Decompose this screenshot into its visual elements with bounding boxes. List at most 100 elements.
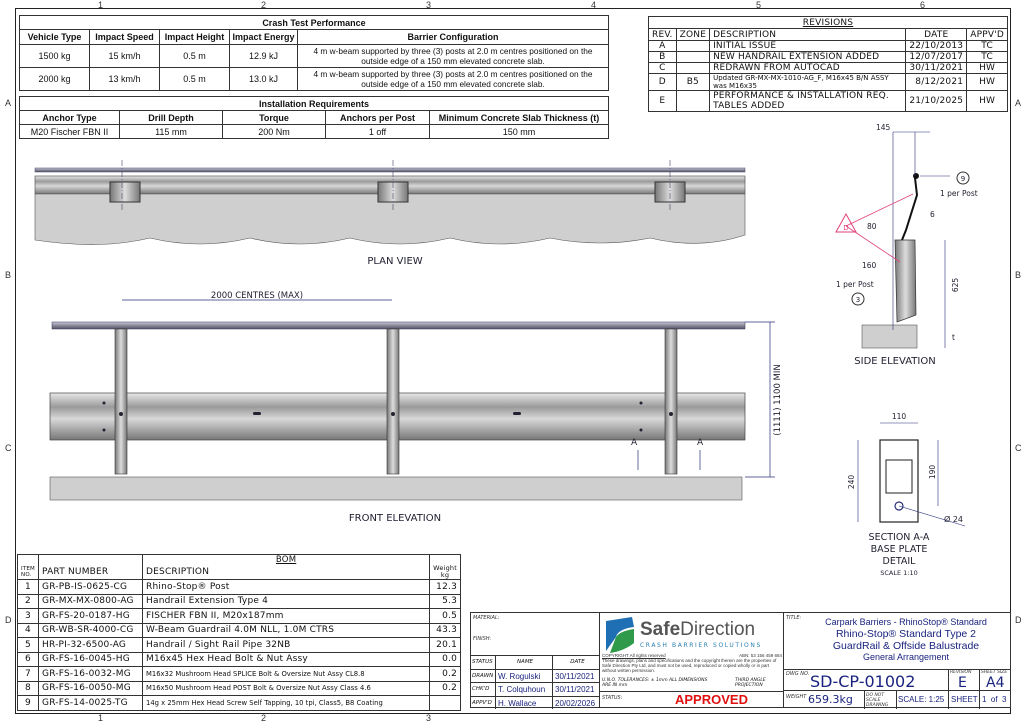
cell: 0.5 [429, 608, 461, 624]
cell [16, 554, 40, 565]
zone-row: C [1015, 443, 1022, 453]
cell: 150 mm [429, 124, 609, 139]
cell: M16x45 Hex Head Bolt & Nut Assy [142, 651, 431, 667]
cell: GR-FS-16-0050-MG [38, 680, 144, 696]
title-line: GuardRail & Offside Balustrade [832, 640, 980, 652]
height-dimension: (1111) 1100 MIN [773, 364, 783, 436]
cell: DATE [552, 656, 600, 669]
cell [429, 554, 461, 565]
zone-col: 1 [98, 713, 104, 723]
status-stamp: APPROVED [675, 692, 748, 707]
col-header: Weight kg [429, 565, 461, 580]
cell: 21/10/2025 [905, 90, 968, 112]
cell: 15 km/h [89, 44, 160, 68]
cell: 30/11/2021 [552, 669, 600, 682]
zone-col: 2 [261, 713, 267, 723]
section-label: DETAIL [883, 556, 917, 567]
cell: PERFORMANCE & INSTALLATION REQ. TABLES A… [709, 90, 907, 112]
table-title: BOM [142, 554, 431, 565]
cell: M20 Fischer FBN II [19, 124, 120, 139]
zone-col: 1 [98, 0, 104, 10]
cell: 3 [16, 608, 40, 624]
cell: 200 Nm [222, 124, 326, 139]
revision-value: E [958, 675, 967, 691]
centres-dimension: 2000 CENTRES (MAX) [211, 291, 303, 301]
dim-6: 6 [930, 210, 935, 219]
col-header: PART NUMBER [38, 565, 144, 580]
title-block: TITLE: Carpark Barriers - RhinoStop® Sta… [783, 612, 1011, 709]
cell: 14g x 25mm Hex Head Screw Self Tapping, … [142, 695, 431, 711]
zone-row: A [1015, 98, 1022, 108]
cell: 2 [16, 593, 40, 609]
zone-col: 6 [920, 0, 926, 10]
abn: ABN: 53 156 459 684 [738, 653, 782, 658]
dim-190: 190 [928, 465, 937, 480]
cell: Updated GR-MX-MX-1010-AG_F, M16x45 B/N A… [709, 73, 907, 91]
company-block: SafeDirection CRASH BARRIER SOLUTIONS CO… [599, 612, 784, 708]
zone-row: C [5, 443, 12, 453]
cell: 0.2 [429, 680, 461, 696]
cell: GR-FS-20-0187-HG [38, 608, 144, 624]
sheet-size-label: SHEET SIZE [981, 670, 1008, 675]
cell: 43.3 [429, 622, 461, 638]
section-label: SECTION A-A [869, 532, 930, 543]
dim-160: 160 [862, 261, 877, 270]
col-header: ITEM NO. [16, 565, 40, 580]
drawing-frame [15, 8, 1011, 714]
zone-row: A [5, 98, 12, 108]
revision-tag: D [843, 224, 848, 232]
cell: 13 km/h [89, 67, 160, 91]
plan-view: PLAN VIEW [34, 160, 746, 267]
zone-col: 2 [261, 0, 267, 10]
cell: 0.5 m [159, 67, 230, 91]
do-not-scale: DO NOT SCALE DRAWING [866, 693, 889, 708]
cell: W. Rogulski [495, 669, 552, 682]
cell: DRAWN [472, 672, 494, 679]
status-label: STATUS: [602, 695, 623, 701]
cell: GR-FS-16-0045-HG [38, 651, 144, 667]
zone-col: 3 [426, 0, 432, 10]
cell: GR-FS-14-0025-TG [38, 695, 144, 711]
cell: HW [966, 90, 1008, 112]
cell: STATUS [472, 659, 493, 665]
cell: 4 m w-beam supported by three (3) posts … [297, 67, 609, 91]
front-elevation-label: FRONT ELEVATION [349, 513, 441, 524]
cell: Handrail / Sight Rail Pipe 32NB [142, 637, 431, 653]
cell: Handrail Extension Type 4 [142, 593, 431, 609]
tolerances: U.N.O. TOLERANCES: ± 1mm ALL DIMENSIONS … [602, 678, 708, 688]
weight-value: 659.3kg [808, 693, 853, 706]
cell: GR-PB-IS-0625-CG [38, 579, 144, 595]
cell: T. Colquhoun [495, 683, 552, 696]
zone-row: D [5, 615, 12, 625]
revision-label: REVISION [950, 670, 972, 675]
cell [675, 90, 711, 112]
cell: 1 [16, 579, 40, 595]
logo-direction: Direction [680, 619, 756, 640]
cell: 4 [16, 622, 40, 638]
dim-dia-24: Ø 24 [944, 514, 963, 524]
balloon-3: 3 [856, 296, 860, 304]
cell [429, 695, 461, 711]
title-line: Rhino-Stop® Standard Type 2 [835, 628, 977, 640]
weight-label: WEIGHT [786, 694, 807, 700]
logo-safe: Safe [640, 619, 681, 640]
cell: FISCHER FBN II, M20x187mm [142, 608, 431, 624]
cell [38, 554, 144, 565]
sheet-number: SHEET 1 of 3 [951, 695, 1007, 704]
cell: H. Wallace [495, 696, 552, 709]
side-elevation: D 145 9 1 per Post 6 80 160 1 per Post 3… [835, 123, 978, 367]
cell: M16x32 Mushroom Head SPLICE Bolt & Overs… [142, 666, 431, 682]
title-line: Carpark Barriers - RhinoStop® Standard [825, 617, 987, 627]
cell: 9 [16, 695, 40, 711]
